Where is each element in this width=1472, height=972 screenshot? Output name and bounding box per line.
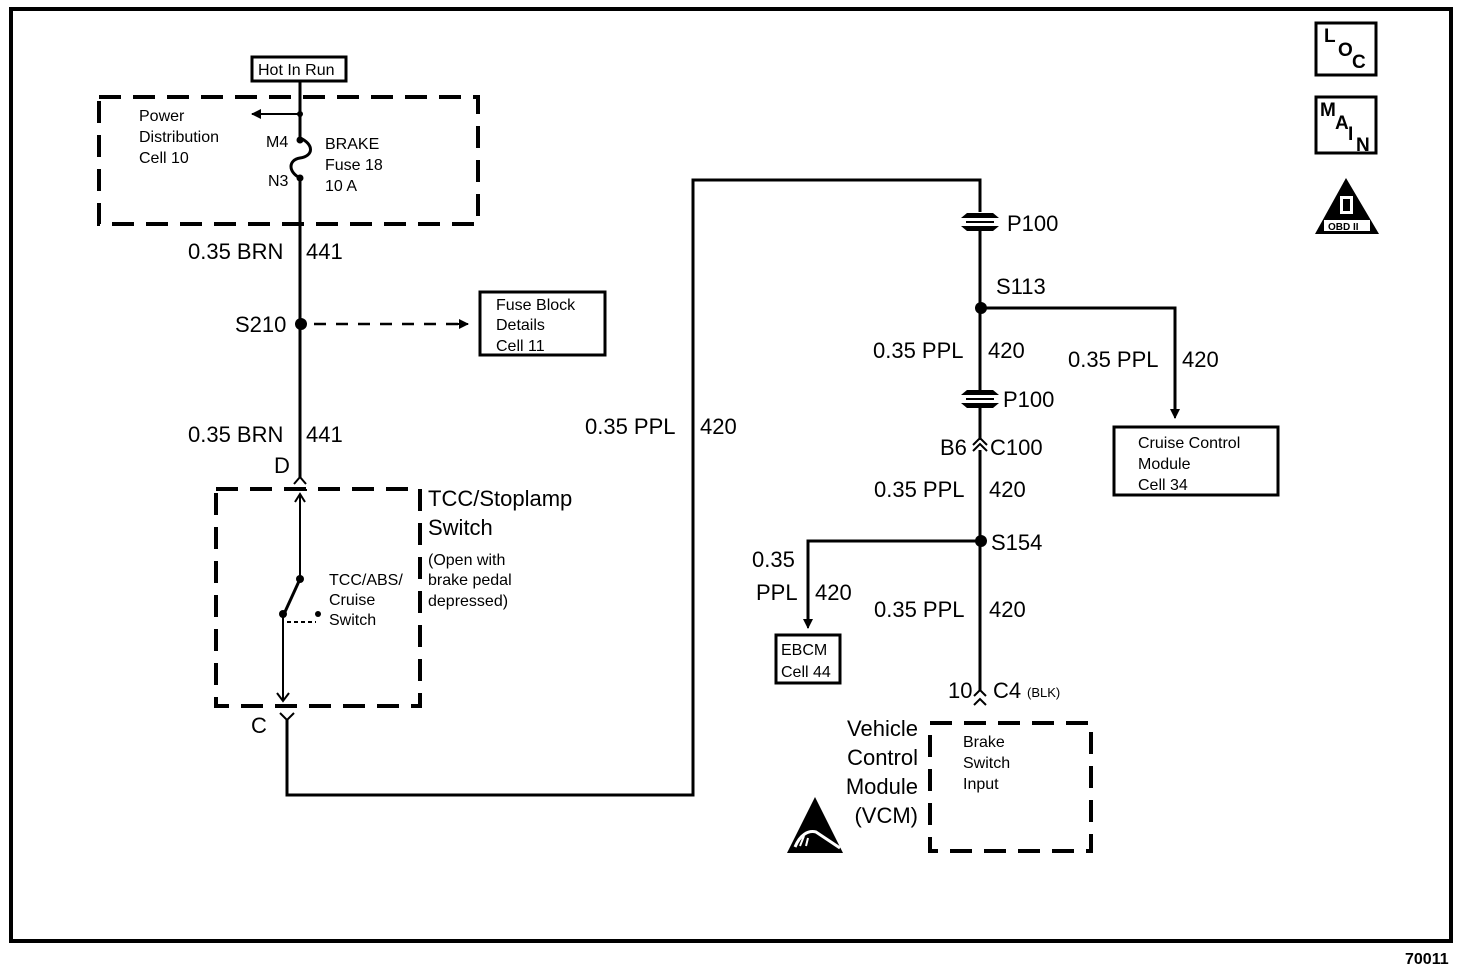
svg-text:EBCM: EBCM: [781, 642, 827, 659]
pin-n3: N3: [268, 173, 289, 190]
svg-text:PPL: PPL: [756, 580, 798, 605]
svg-text:Cell 11: Cell 11: [496, 338, 545, 355]
svg-text:Switch: Switch: [963, 755, 1010, 772]
circuit-number: 420: [700, 414, 737, 439]
connector-p100-lower[interactable]: [961, 390, 999, 408]
circuit-number: 441: [306, 422, 343, 447]
figure-number: 70011: [1405, 951, 1449, 968]
connector-p100-upper[interactable]: [961, 213, 999, 231]
circuit-number: 420: [815, 580, 852, 605]
wire-label: 0.35 PPL: [585, 414, 676, 439]
svg-text:Module: Module: [846, 774, 918, 799]
svg-text:P100: P100: [1007, 211, 1058, 236]
circuit-number: 420: [989, 597, 1026, 622]
svg-text:S154: S154: [991, 530, 1042, 555]
wire-label: 0.35 PPL: [873, 338, 964, 363]
svg-text:Cell 10: Cell 10: [139, 150, 189, 167]
wire-label: 0.35 BRN: [188, 422, 283, 447]
svg-text:(VCM): (VCM): [854, 803, 918, 828]
svg-text:Module: Module: [1138, 456, 1191, 473]
svg-text:depressed): depressed): [428, 593, 508, 610]
wire-label: 0.35 PPL: [1068, 347, 1159, 372]
svg-text:O: O: [1338, 40, 1353, 61]
svg-text:Input: Input: [963, 776, 999, 793]
esd-warning-icon: [787, 797, 843, 853]
wire-ppl-420[interactable]: [285, 178, 982, 797]
switch-title: TCC/Stoplamp: [428, 486, 572, 511]
diagram-frame: [9, 7, 1453, 943]
svg-text:N: N: [1356, 135, 1370, 156]
hot-in-run-label: Hot In Run: [250, 55, 348, 83]
svg-text:C: C: [1352, 52, 1366, 73]
svg-text:I: I: [1348, 124, 1353, 145]
svg-text:(BLK): (BLK): [1027, 685, 1060, 700]
connector-c: C: [251, 713, 267, 738]
svg-text:Cruise: Cruise: [329, 592, 375, 609]
svg-text:brake pedal: brake pedal: [428, 572, 512, 589]
obd-ii-icon: OBD II: [1315, 178, 1379, 234]
circuit-number: 441: [306, 239, 343, 264]
fuse-block-details-reference[interactable]: Fuse Block Details Cell 11: [478, 290, 607, 357]
brake-switch-input-label: Brake: [963, 734, 1005, 751]
svg-text:A: A: [1335, 113, 1349, 134]
svg-text:C4: C4: [993, 678, 1021, 703]
svg-text:10 A: 10 A: [325, 178, 357, 195]
wire-label: 0.35 BRN: [188, 239, 283, 264]
svg-text:Fuse 18: Fuse 18: [325, 157, 383, 174]
brake-fuse-icon: [289, 136, 312, 180]
pin-m4: M4: [266, 134, 288, 151]
splice-s210[interactable]: [295, 318, 307, 330]
svg-text:Distribution: Distribution: [139, 129, 219, 146]
connector-d: D: [274, 453, 290, 478]
svg-text:Switch: Switch: [329, 612, 376, 629]
tcc-abs-cruise-switch-label: TCC/ABS/: [329, 572, 403, 589]
wire-label: 0.35: [752, 547, 795, 572]
switch-note: (Open with: [428, 552, 505, 569]
connector-c4[interactable]: [973, 688, 987, 706]
svg-text:Switch: Switch: [428, 515, 493, 540]
loc-symbol[interactable]: L O C: [1314, 21, 1378, 77]
circuit-number: 420: [989, 477, 1026, 502]
svg-text:10: 10: [948, 678, 972, 703]
svg-text:P100: P100: [1003, 387, 1054, 412]
svg-text:Cruise Control: Cruise Control: [1138, 435, 1240, 452]
svg-text:L: L: [1324, 26, 1336, 47]
circuit-number: 420: [988, 338, 1025, 363]
svg-text:Cell 34: Cell 34: [1138, 477, 1188, 494]
svg-text:Fuse Block: Fuse Block: [496, 297, 576, 314]
svg-text:M: M: [1320, 100, 1336, 121]
wire-label: 0.35 PPL: [874, 477, 965, 502]
connector-c100[interactable]: [972, 436, 988, 452]
wire-label: 0.35 PPL: [874, 597, 965, 622]
fuse-label: BRAKE: [325, 136, 379, 153]
vcm-title: Vehicle: [847, 716, 918, 741]
svg-text:S210: S210: [235, 312, 286, 337]
vcm-box: [928, 721, 1093, 853]
circuit-number: 420: [1182, 347, 1219, 372]
cruise-control-module-reference[interactable]: Cruise Control Module Cell 34: [1112, 425, 1280, 497]
power-distribution-label: Power: [139, 108, 185, 125]
ebcm-reference[interactable]: EBCM Cell 44: [774, 633, 842, 685]
svg-text:C100: C100: [990, 435, 1043, 460]
tcc-stoplamp-switch-box: [214, 487, 422, 708]
main-symbol[interactable]: M A I N: [1314, 95, 1378, 156]
power-distribution-box: [97, 95, 480, 226]
svg-text:Hot In Run: Hot In Run: [258, 62, 334, 79]
svg-text:Control: Control: [847, 745, 918, 770]
svg-text:OBD II: OBD II: [1328, 222, 1359, 233]
svg-text:S113: S113: [996, 274, 1046, 299]
svg-text:B6: B6: [940, 435, 967, 460]
svg-text:Cell 44: Cell 44: [781, 664, 831, 681]
svg-text:Details: Details: [496, 317, 545, 334]
